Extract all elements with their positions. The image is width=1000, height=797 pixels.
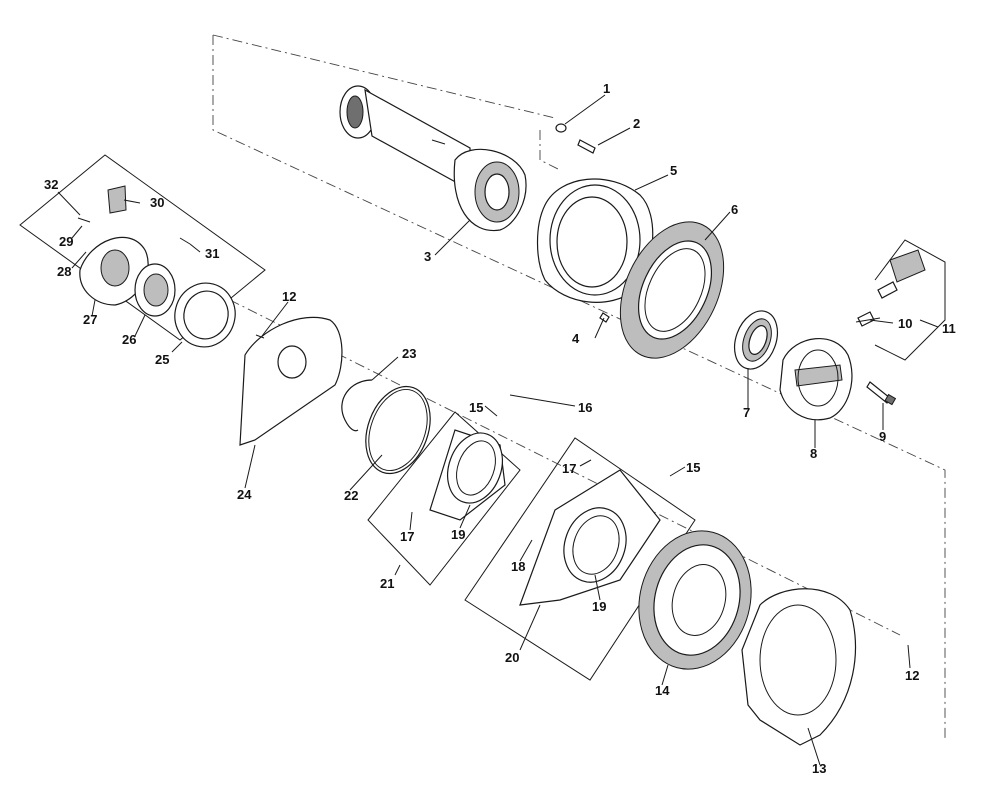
part-rings (341, 379, 431, 475)
part-group-21 (367, 411, 521, 586)
callout-label: 31 (205, 246, 219, 261)
callout-label: 6 (731, 202, 738, 217)
callout-label: 15 (469, 400, 483, 415)
part-housing-plate (536, 178, 654, 303)
callout-label: 8 (810, 446, 817, 461)
leader-lines (57, 94, 939, 766)
callout-label: 26 (122, 332, 136, 347)
callout-label: 19 (451, 527, 465, 542)
part-guard (239, 316, 343, 446)
callout-label: 15 (686, 460, 700, 475)
part-back-plate (741, 588, 856, 746)
part-cover (779, 338, 853, 421)
callout-label: 17 (562, 461, 576, 476)
part-hardware-top (555, 123, 610, 323)
part-bolt-9 (866, 381, 897, 406)
callout-label: 17 (400, 529, 414, 544)
callout-label: 11 (942, 321, 956, 336)
part-brush-kit (855, 239, 946, 361)
callout-label: 30 (150, 195, 164, 210)
callout-label: 12 (905, 668, 919, 683)
part-ring-7 (733, 310, 779, 370)
callout-labels: 1 2 3 4 5 6 7 8 9 10 11 12 12 13 14 15 1… (44, 81, 956, 776)
part-group-left (19, 154, 266, 348)
callout-label: 4 (572, 331, 580, 346)
callout-label: 27 (83, 312, 97, 327)
callout-label: 22 (344, 488, 358, 503)
callout-label: 18 (511, 559, 525, 574)
callout-label: 21 (380, 576, 394, 591)
callout-label: 20 (505, 650, 519, 665)
callout-label: 24 (237, 487, 252, 502)
callout-label: 28 (57, 264, 71, 279)
part-group-20 (464, 437, 696, 681)
callout-label: 7 (743, 405, 750, 420)
callout-label: 10 (898, 316, 912, 331)
callout-label: 2 (633, 116, 640, 131)
part-gear (638, 530, 752, 670)
callout-label: 3 (424, 249, 431, 264)
callout-label: 14 (655, 683, 670, 698)
callout-label: 19 (592, 599, 606, 614)
callout-label: 16 (578, 400, 592, 415)
callout-label: 1 (603, 81, 610, 96)
callout-label: 23 (402, 346, 416, 361)
callout-label: 29 (59, 234, 73, 249)
callout-label: 25 (155, 352, 169, 367)
callout-label: 13 (812, 761, 826, 776)
part-shaft (339, 85, 527, 232)
callout-label: 12 (282, 289, 296, 304)
callout-label: 32 (44, 177, 58, 192)
callout-label: 9 (879, 429, 886, 444)
callout-label: 5 (670, 163, 677, 178)
part-chain-ring (619, 221, 725, 359)
